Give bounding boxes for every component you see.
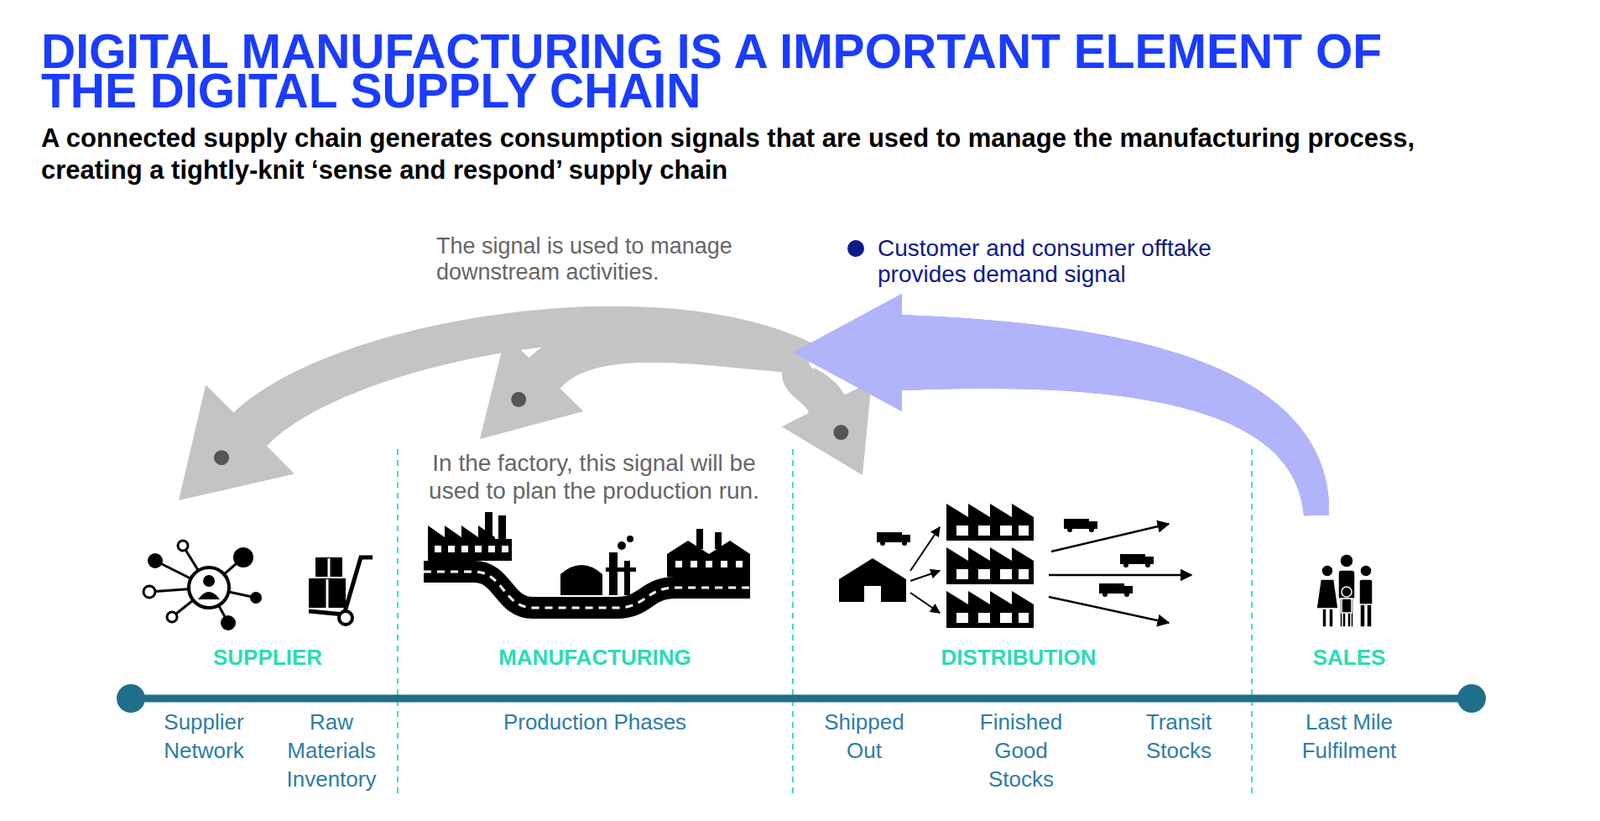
box-tape: [328, 557, 331, 578]
timeline: [116, 683, 1486, 713]
timeline-end: [116, 683, 146, 713]
stage-heading: SUPPLIER: [162, 644, 373, 670]
person-head: [203, 574, 215, 587]
network-icon: [143, 540, 262, 631]
network-node: [166, 611, 178, 622]
stage-band: DISTRIBUTION Shipped Out Finished Good Sto…: [792, 474, 1252, 814]
signal-arrow: [781, 293, 1329, 516]
network-node: [250, 591, 262, 604]
network-node: [147, 552, 163, 569]
box: [308, 577, 346, 608]
truck: [876, 531, 911, 546]
people-icon: [1316, 553, 1373, 627]
stage-step: Shipped Out: [812, 707, 918, 765]
subtitle: A connected supply chain generates consu…: [41, 122, 1501, 187]
truck: [1063, 518, 1098, 532]
stage-step: Supplier Network: [149, 707, 259, 765]
signal-arrow: [178, 293, 1329, 516]
stage-step: Last Mile Fulfilment: [1286, 707, 1413, 765]
box: [315, 557, 343, 579]
stage-step: Transit Stocks: [1126, 707, 1232, 765]
demand-arrow-body: [792, 293, 1329, 516]
factory-windows: [675, 560, 743, 568]
factory: [667, 528, 751, 577]
warehouse: [946, 503, 1034, 628]
network-node: [220, 614, 236, 631]
box-gap: [308, 576, 346, 579]
truck: [1120, 553, 1154, 568]
network-links: [149, 545, 256, 623]
truck: [1099, 583, 1133, 597]
divider-line: [1250, 448, 1253, 794]
factory-road-icon: [423, 511, 751, 608]
shipping-arrows: [1048, 523, 1192, 623]
warehouse: [839, 557, 907, 602]
network-node: [233, 547, 254, 568]
demand-arrow-body: [792, 293, 1329, 516]
stage-divider: [397, 448, 1252, 794]
bullet-dot: [833, 424, 849, 440]
annotation: Customer and consumer offtake provides d…: [877, 234, 1256, 287]
annotation: The signal is used to manage downstream …: [436, 233, 789, 286]
box-tape: [326, 578, 329, 608]
stage-step: Production Phases: [469, 707, 721, 736]
truck-frame: [308, 557, 373, 615]
stage-heading: SALES: [1265, 644, 1434, 670]
bullet-dot: [213, 449, 230, 465]
stage-step: Raw Materials Inventory: [276, 707, 386, 793]
factory-windows: [434, 545, 509, 553]
factory: [427, 511, 512, 561]
annotation: In the factory, this signal will be used…: [417, 448, 771, 505]
bullet-dot: [847, 239, 865, 257]
divider-line: [396, 448, 399, 794]
person-body: [198, 591, 220, 600]
stage-heading: MANUFACTURING: [469, 644, 721, 670]
stage-band: SUPPLIER Supplier Network Raw Materials In…: [125, 500, 398, 814]
network-node: [177, 540, 188, 551]
flow-arrows: [910, 526, 940, 613]
road: [423, 571, 751, 608]
distribution-icon: [839, 503, 1192, 628]
title: DIGITAL MANUFACTURING IS A IMPORTANT ELE…: [41, 31, 1468, 111]
road-marking: [423, 571, 751, 608]
timeline-bar: [130, 694, 1472, 703]
divider-line: [792, 448, 794, 794]
signal-arrow-body: [479, 324, 812, 439]
stage-step: Finished Good Stocks: [966, 707, 1076, 793]
hand-truck-icon: [308, 557, 373, 625]
network-hub: [188, 567, 230, 608]
bullet-dot: [510, 391, 527, 407]
warehouse-doors: [956, 525, 1029, 623]
network-node: [143, 585, 156, 598]
timeline-end: [1457, 683, 1486, 713]
plant: [560, 535, 636, 595]
stage-heading: DISTRIBUTION: [892, 644, 1145, 670]
demand-arrow-body: [792, 293, 1329, 516]
stage-band: SALES Last Mile Fulfilment: [1251, 515, 1486, 814]
stage-band: MANUFACTURING Production Phases: [397, 438, 793, 814]
warehouse-door: [864, 585, 881, 602]
truck-wheel: [338, 610, 353, 625]
